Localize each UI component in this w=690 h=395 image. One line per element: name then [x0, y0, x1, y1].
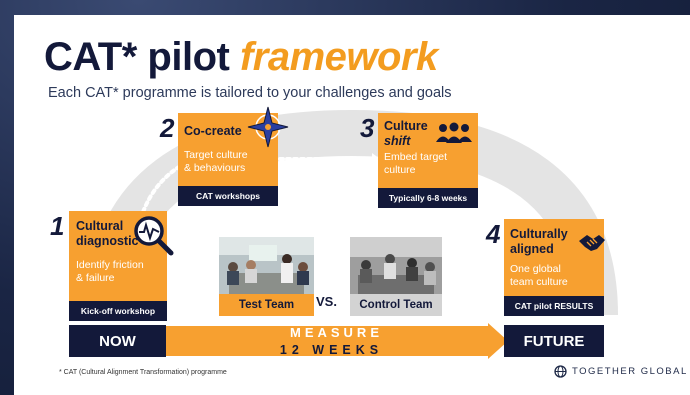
step-2-desc: Target culture& behaviours [184, 149, 248, 175]
step-1-title-line1: Cultural [76, 219, 124, 233]
step-2-number: 2 [160, 113, 175, 143]
step-1-desc-line1: Identify friction [76, 259, 144, 271]
page-subtitle: Each CAT* programme is tailored to your … [48, 85, 452, 101]
step-1-footer: Kick-off workshop [69, 301, 167, 321]
brand-name: TOGETHER GLOBAL [572, 366, 688, 377]
step-3-desc-line1: Embed target [384, 151, 448, 163]
dotted-connector-2-3 [278, 153, 380, 165]
step-3-title-line1: Culture [384, 119, 428, 133]
future-box: FUTURE [504, 325, 604, 357]
step-3-desc-line2: culture [384, 164, 416, 177]
handshake-icon [579, 235, 605, 251]
control-team-photo [350, 237, 442, 294]
measure-label: MEASURE [289, 325, 383, 340]
globe-icon [554, 365, 567, 378]
step-3-footer: Typically 6-8 weeks [378, 188, 478, 208]
versus-label: VS. [316, 294, 337, 309]
step-2-title: Co-create [184, 124, 242, 138]
weeks-label: 12 WEEKS [279, 343, 384, 357]
step-1-desc: Identify friction& failure [76, 259, 144, 285]
step-2-desc-line2: & behaviours [184, 162, 246, 175]
step-4-number: 4 [486, 219, 501, 249]
step-2-desc-line1: Target culture [184, 149, 248, 161]
step-3-title-line2: shift [384, 134, 411, 148]
step-4-title-line1: Culturally [510, 227, 568, 241]
step-4-desc-line2: team culture [510, 276, 568, 289]
title-main: CAT* pilot [44, 35, 230, 79]
title-highlight: framework [239, 35, 438, 79]
brand-logo: TOGETHER GLOBAL [554, 365, 688, 378]
step-1-number: 1 [50, 211, 65, 241]
test-team-label: Test Team [219, 294, 314, 316]
footnote: * CAT (Cultural Alignment Transformation… [59, 369, 227, 376]
step-3-number: 3 [360, 113, 375, 143]
page-title: CAT* pilot framework [44, 35, 438, 80]
measure-arrow [166, 323, 508, 359]
test-team-photo [219, 237, 314, 294]
step-4-footer: CAT pilot RESULTS [504, 296, 604, 316]
test-team-image [219, 237, 314, 294]
now-box: NOW [69, 325, 166, 357]
control-team-label: Control Team [350, 294, 442, 316]
slide: CAT* pilot framework Each CAT* programme… [14, 15, 690, 395]
step-4-title-line2: aligned [510, 242, 554, 256]
team-icon [436, 122, 472, 143]
star-compass-icon [247, 106, 289, 148]
step-1-title-line2: diagnostic [76, 234, 139, 248]
step-1-desc-line2: & failure [76, 272, 115, 285]
step-2-footer: CAT workshops [178, 186, 278, 206]
control-team-image [350, 237, 442, 294]
magnifier-pulse-icon [134, 216, 174, 256]
step-4-desc-line1: One global [510, 263, 561, 275]
